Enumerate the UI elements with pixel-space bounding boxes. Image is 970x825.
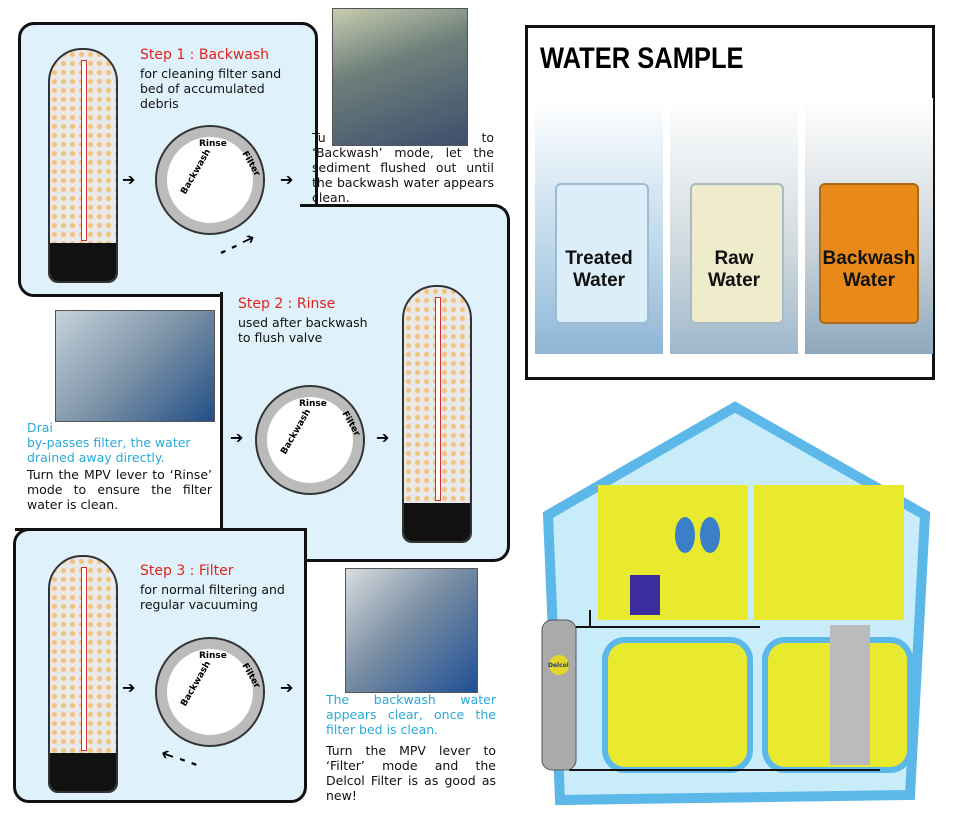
laundry-room	[602, 637, 753, 773]
arrow-icon: ➔	[122, 170, 136, 189]
filter-tank-illustration	[402, 285, 472, 543]
step2-title: Step 2 : Rinse	[238, 296, 336, 312]
step1-panel-right	[300, 204, 510, 299]
filter-tank-illustration	[48, 48, 118, 283]
water-fill	[690, 183, 784, 324]
water-sample-title: WATER SAMPLE	[540, 42, 744, 75]
valve-label: Rinse	[299, 399, 327, 409]
glass-label: Water	[842, 270, 896, 291]
water-fill	[555, 183, 649, 324]
house-illustration	[541, 401, 931, 806]
step3-note: Turn the MPV lever to ‘Filter’ mode and …	[326, 743, 496, 803]
valve-label: Filter	[339, 409, 362, 439]
step1-note-start: Tu	[312, 130, 326, 145]
step3-title: Step 3 : Filter	[140, 563, 234, 579]
step2-subtitle: used after backwash to flush valve	[238, 315, 368, 345]
arrow-icon: ➔	[280, 170, 294, 189]
arrow-icon: ➔	[122, 678, 136, 697]
valve-label: Backwash	[179, 147, 214, 197]
water-fill	[819, 183, 919, 324]
valve-label: Filter	[239, 661, 262, 691]
step2-note: Turn the MPV lever to ‘Rinse’ mode to en…	[27, 467, 212, 512]
valve-label: Rinse	[199, 139, 227, 149]
arrow-icon: ➔	[376, 428, 390, 447]
step1-subtitle: for cleaning filter sand bed of accumula…	[140, 66, 282, 111]
step2-drain-note: by-passes filter, the water drained away…	[27, 435, 191, 465]
step1-note: ‘Backwash’ mode, let the sediment flushe…	[312, 145, 494, 205]
bathroom-room	[598, 485, 748, 620]
tank-label: Delcol	[548, 662, 569, 669]
glass-label: Raw	[714, 248, 754, 269]
valve-label: Backwash	[179, 659, 214, 709]
backwash-photo	[332, 8, 468, 146]
glass-label: Backwash	[822, 248, 916, 269]
step3-subtitle: for normal filtering and regular vacuumi…	[140, 582, 285, 612]
valve-label: Backwash	[279, 407, 314, 457]
glass-label: Water	[707, 270, 761, 291]
arrow-icon: ➔	[280, 678, 294, 697]
step1-note-end: to	[481, 130, 494, 145]
valve-label: Rinse	[199, 651, 227, 661]
bedroom-room	[754, 485, 904, 620]
filter-photo	[345, 568, 478, 693]
delcol-filter-tank	[541, 619, 577, 771]
arrow-icon: ➔	[230, 428, 244, 447]
step2-drain-start: Drai	[27, 420, 53, 435]
glass-label: Treated	[565, 248, 633, 269]
glass-label: Water	[572, 270, 626, 291]
valve-label: Filter	[239, 149, 262, 179]
filter-tank-illustration	[48, 555, 118, 793]
rinse-photo	[55, 310, 215, 422]
step3-cyan-note: The backwash water appears clear, once t…	[326, 692, 496, 737]
step1-title: Step 1 : Backwash	[140, 47, 270, 63]
